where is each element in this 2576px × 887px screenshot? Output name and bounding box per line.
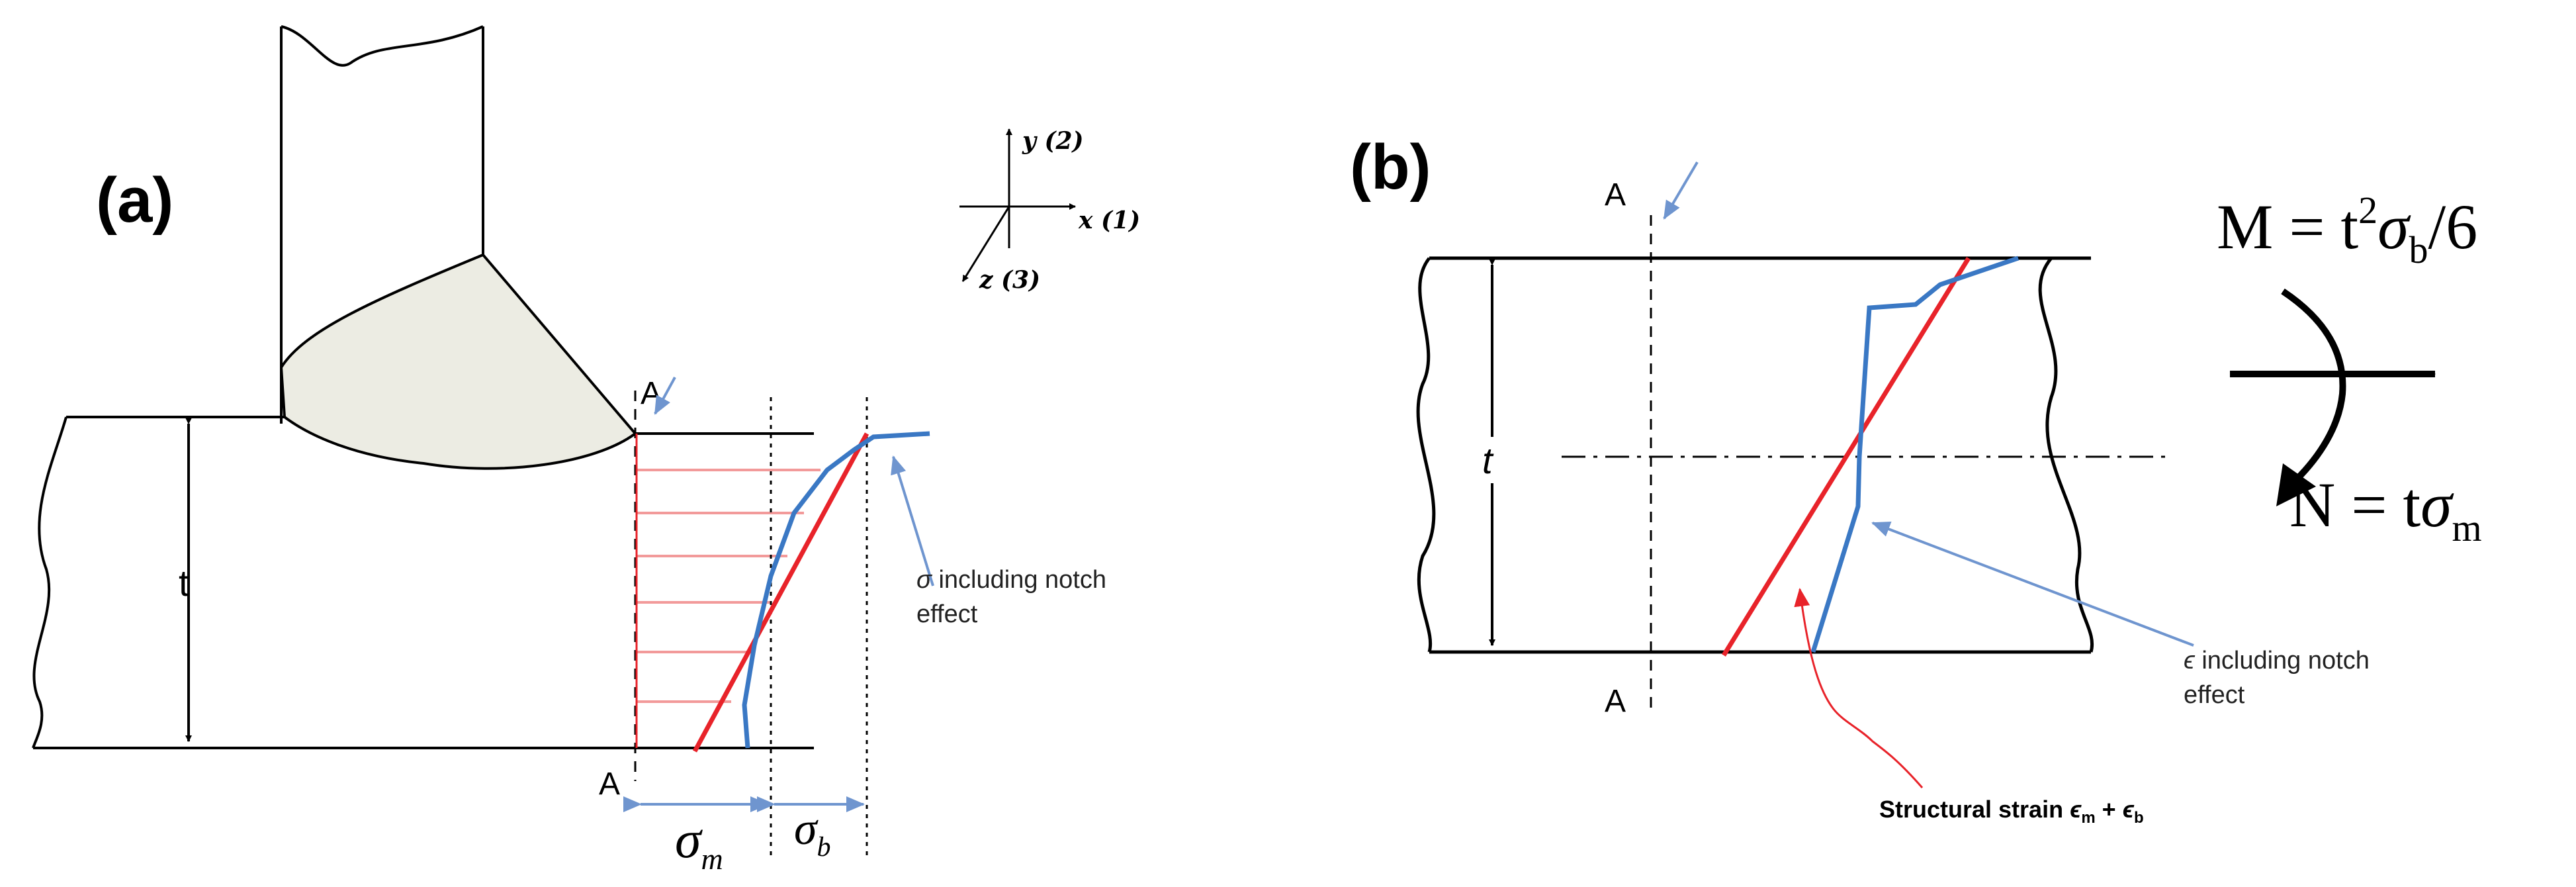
moment-arrow: [2281, 288, 2346, 483]
base-plate: [32, 416, 814, 749]
notch-pointer-a: [891, 455, 934, 586]
moment-formula: M = t2σb/6: [2217, 189, 2477, 271]
panel-label-b: (b): [1350, 132, 1431, 203]
notch-note-a-line2: effect: [916, 600, 978, 628]
section-label-a-bottom: A: [599, 767, 620, 802]
moment-arrowhead: [2276, 463, 2316, 506]
thickness-label-b: t: [1482, 440, 1494, 481]
coordinate-axes: y (2) x (1) z (3): [959, 127, 1140, 294]
notch-strain-curve-b: [1810, 256, 2020, 653]
notch-pointer-b: [1871, 522, 2194, 647]
thickness-label-a: t: [179, 562, 189, 604]
attachment-plate: [280, 25, 484, 424]
weld-bead: [279, 253, 637, 470]
linearized-strain-line-b: [1722, 257, 1971, 657]
notch-stress-curve-a: [742, 431, 930, 749]
structural-strain-label: Structural strain ϵm + ϵb: [1879, 796, 2144, 827]
sigma-b-label: σb: [794, 804, 831, 863]
notch-note-b-line1: ϵ including notch: [2184, 647, 2370, 675]
panel-a: t A A σm σb σ including notch eff: [32, 25, 1140, 876]
sigma-m-label: σm: [675, 811, 723, 876]
section-label-b-top: A: [1605, 177, 1626, 212]
section-pointer-arrow-a: [654, 377, 676, 415]
linearized-stress-line-a: [692, 432, 869, 753]
notch-note-b-line2: effect: [2184, 681, 2245, 709]
plate-section-b: [1416, 256, 2094, 654]
notch-note-a-line1: σ including notch: [916, 566, 1106, 594]
section-label-b-bottom: A: [1605, 684, 1626, 719]
panel-b: (b) A A t ϵ including notch effect Struc…: [1350, 132, 2482, 827]
strain-pointer-b: [1794, 588, 1924, 788]
z-axis-label: z (3): [979, 266, 1040, 294]
membrane-hatch: [637, 469, 821, 703]
force-formula: N = tσm: [2289, 469, 2482, 549]
panel-label-a: (a): [96, 165, 173, 236]
section-pointer-arrow-b: [1663, 161, 1699, 220]
x-axis-label: x (1): [1078, 207, 1140, 234]
y-axis-label: y (2): [1022, 127, 1084, 155]
